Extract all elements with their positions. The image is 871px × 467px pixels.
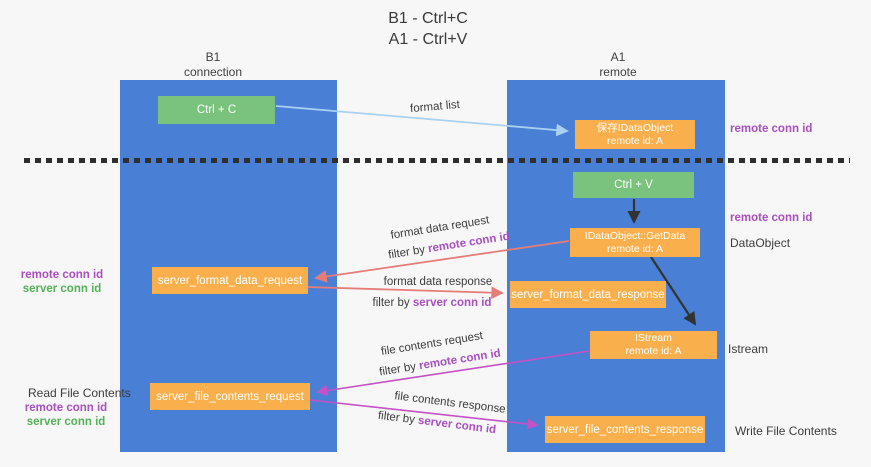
save-dataobject-line1: 保存IDataObject [596, 121, 674, 134]
lifeline-b1-name: B1 [205, 50, 221, 64]
istream-side-label: Istream [728, 342, 769, 356]
istream-line1: IStream [635, 332, 672, 345]
server-format-data-response-label: server_format_data_response [511, 288, 665, 301]
filter-by-text: filter by [387, 243, 426, 262]
read-file-contents-label: Read File Contents [28, 386, 131, 400]
conn-ids-left-bottom: remote conn id server conn id [22, 402, 110, 430]
file-contents-response-label: file contents response [393, 390, 507, 416]
filter-by-server-conn-id-label-1: filter by server conn id [372, 297, 492, 309]
save-dataobject-box: 保存IDataObject remote id: A [575, 120, 695, 149]
server-conn-id-text: server conn id [412, 297, 492, 309]
server-file-contents-response-box: server_file_contents_response [545, 416, 705, 443]
dataobject-label: DataObject [730, 236, 791, 250]
title-line-1: B1 - Ctrl+C [388, 10, 468, 27]
format-list-label: format list [409, 98, 461, 116]
istream-box: IStream remote id: A [590, 331, 717, 359]
remote-conn-id-left-2: remote conn id [24, 402, 108, 414]
filter-by-text: filter by [372, 297, 410, 309]
server-format-data-response-box: server_format_data_response [510, 281, 666, 308]
diagram-title: B1 - Ctrl+C A1 - Ctrl+V [0, 8, 856, 50]
server-conn-id-left-2: server conn id [26, 415, 106, 428]
save-dataobject-line2: remote id: A [606, 134, 664, 147]
lifeline-b1-subtitle: connection [183, 65, 243, 79]
remote-conn-id-text: remote conn id [418, 347, 502, 373]
server-conn-id-text: server conn id [417, 414, 497, 437]
remote-conn-id-text: remote conn id [427, 230, 511, 256]
server-file-contents-request-label: server_file_contents_request [156, 390, 304, 403]
getdata-line2: remote id: A [606, 242, 664, 255]
server-file-contents-response-label: server_file_contents_response [546, 423, 704, 436]
getdata-box: IDataObject::GetData remote id: A [570, 228, 700, 257]
lifeline-a1-name: A1 [610, 50, 626, 64]
getdata-line1: IDataObject::GetData [584, 229, 686, 242]
lifeline-header-b1: B1 connection [158, 50, 268, 80]
server-conn-id-left-1: server conn id [22, 282, 102, 295]
filter-by-text: filter by [378, 360, 417, 379]
filter-by-server-conn-id-label-2: filter by server conn id [377, 410, 498, 437]
server-format-data-request-box: server_format_data_request [152, 267, 308, 294]
istream-line2: remote id: A [625, 345, 682, 357]
ctrl-c-label: Ctrl + C [196, 104, 237, 116]
phase-divider-dashed-line [24, 158, 850, 163]
write-file-contents-label: Write File Contents [735, 424, 837, 438]
ctrl-c-box: Ctrl + C [158, 96, 275, 124]
filter-by-text: filter by [377, 409, 416, 427]
ctrl-v-label: Ctrl + V [614, 179, 653, 191]
conn-ids-left-top: remote conn id server conn id [18, 269, 106, 297]
remote-conn-id-right-2: remote conn id [730, 212, 813, 224]
remote-conn-id-left-1: remote conn id [20, 269, 104, 281]
title-line-2: A1 - Ctrl+V [388, 31, 468, 49]
remote-conn-id-right-1: remote conn id [730, 123, 813, 135]
ctrl-v-box: Ctrl + V [573, 172, 694, 198]
format-data-response-label: format data response [383, 276, 493, 288]
lifeline-header-a1: A1 remote [563, 50, 673, 80]
server-file-contents-request-box: server_file_contents_request [150, 383, 310, 410]
lifeline-a1-subtitle: remote [599, 65, 637, 79]
server-format-data-request-label: server_format_data_request [157, 274, 303, 287]
